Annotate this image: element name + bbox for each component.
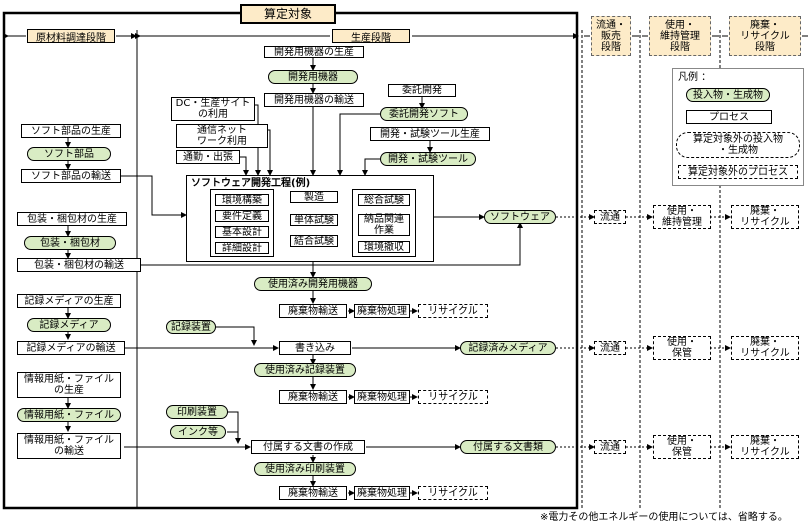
dev-equipment-transport: 開発用機器の輸送 — [264, 93, 364, 107]
step-manufacturing: 製造 — [290, 191, 338, 203]
waste-processing-2: 廃棄物処理 — [354, 390, 410, 404]
recycle-1: リサイクル — [418, 304, 488, 318]
phase-distribution: 流通・ 販売 段階 — [591, 16, 631, 56]
network-usage: 通信ネット ワーク利用 — [176, 124, 268, 148]
use-storage-1: 使用・ 保管 — [653, 336, 711, 360]
distribution-2: 流通 — [594, 341, 626, 355]
soft-parts-product: ソフト部品 — [27, 147, 111, 161]
phase-use: 使用・ 維持管理 段階 — [649, 16, 711, 56]
recycle-3: リサイクル — [418, 486, 488, 500]
used-printer: 使用済み印刷装置 — [254, 462, 356, 476]
legend-title: 凡例 ： — [678, 72, 712, 83]
recording-device: 記録装置 — [166, 320, 216, 334]
recorded-media: 記録済みメディア — [460, 341, 556, 355]
legend-input-output: 投入物・生成物 — [686, 88, 770, 102]
step-detail-design: 詳細設計 — [215, 242, 269, 254]
flow-arrows — [65, 57, 523, 496]
dev-process-title: ソフトウェア開発工程(例) — [191, 178, 311, 189]
step-requirements: 要件定義 — [215, 210, 269, 222]
dev-equipment-product: 開発用機器 — [268, 70, 358, 84]
step-environment-setup: 環境構築 — [215, 194, 269, 206]
phase-disposal: 廃棄・ リサイクル 段階 — [729, 16, 801, 56]
commute-travel: 通勤・出張 — [176, 150, 240, 164]
distribution-3: 流通 — [594, 440, 626, 454]
dev-process-col1-frame — [210, 189, 274, 257]
dc-site-usage: DC・生産サイト の利用 — [171, 97, 255, 121]
waste-processing-1: 廃棄物処理 — [354, 304, 410, 318]
soft-parts-transport: ソフト部品の輸送 — [21, 169, 121, 183]
waste-transport-2: 廃棄物輸送 — [279, 390, 347, 404]
disposal-recycle-3: 廃棄・ リサイクル — [731, 435, 799, 459]
media-product: 記録メディア — [27, 318, 111, 332]
step-environment-removal: 環境撤収 — [358, 241, 410, 253]
disposal-recycle-2: 廃棄・ リサイクル — [731, 336, 799, 360]
document-creation: 付属する文書の作成 — [251, 440, 365, 454]
paper-product: 情報用紙・ファイル — [17, 408, 121, 422]
writing-process: 書き込み — [279, 341, 351, 355]
soft-parts-production: ソフト部品の生産 — [21, 124, 121, 138]
test-tools-product: 開発・試験ツール — [380, 152, 476, 166]
waste-transport-3: 廃棄物輸送 — [279, 486, 347, 500]
test-tools-production: 開発・試験ツール生産 — [370, 127, 490, 141]
diagram-title: 算定対象 — [240, 4, 336, 24]
waste-processing-3: 廃棄物処理 — [354, 486, 410, 500]
distribution-1: 流通 — [594, 210, 626, 224]
step-unit-test: 単体試験 — [290, 214, 338, 226]
step-integration-test: 結合試験 — [290, 235, 338, 247]
outsourcing-label: 委託開発 — [388, 84, 456, 97]
dev-equipment-production: 開発用機器の生産 — [264, 46, 364, 58]
packaging-product: 包装・梱包材 — [24, 236, 116, 250]
software-product: ソフトウェア — [484, 210, 556, 224]
attached-documents: 付属する文書類 — [460, 440, 556, 454]
step-basic-design: 基本設計 — [215, 226, 269, 238]
use-maintenance: 使用・ 維持管理 — [653, 205, 711, 229]
legend-process: プロセス — [686, 110, 772, 124]
paper-transport: 情報用紙・ファイル の輸送 — [17, 433, 121, 459]
paper-production: 情報用紙・ファイル の生産 — [17, 372, 121, 398]
outsourced-software: 委託開発ソフト — [380, 107, 468, 121]
downstream-arrows — [556, 214, 731, 450]
legend-excluded-process: 算定対象外のプロセス — [678, 165, 798, 179]
legend-excluded-input-output: 算定対象外の投入物 ・生成物 — [676, 132, 800, 158]
packaging-production: 包装・梱包材の生産 — [17, 212, 127, 226]
footnote: ※電力その他エネルギーの使用については、省略する。 — [540, 512, 788, 523]
media-production: 記録メディアの生産 — [17, 294, 121, 308]
packaging-transport: 包装・梱包材の輸送 — [17, 258, 141, 272]
step-system-test: 総合試験 — [358, 194, 410, 206]
use-storage-2: 使用・ 保管 — [653, 435, 711, 459]
dev-process-col3-frame — [352, 189, 416, 257]
phase-materials: 原材料調達段階 — [27, 29, 115, 44]
recycle-2: リサイクル — [418, 390, 488, 404]
step-delivery: 納品関連 作業 — [358, 214, 410, 236]
used-recording-device: 使用済み記録装置 — [254, 363, 356, 377]
used-dev-equipment: 使用済み開発用機器 — [254, 277, 372, 291]
printer: 印刷装置 — [166, 405, 228, 419]
ink: インク等 — [170, 425, 226, 439]
phase-production: 生産段階 — [332, 29, 410, 44]
waste-transport-1: 廃棄物輸送 — [279, 304, 347, 318]
media-transport: 記録メディアの輸送 — [17, 341, 125, 355]
disposal-recycle-1: 廃棄・ リサイクル — [731, 205, 799, 229]
